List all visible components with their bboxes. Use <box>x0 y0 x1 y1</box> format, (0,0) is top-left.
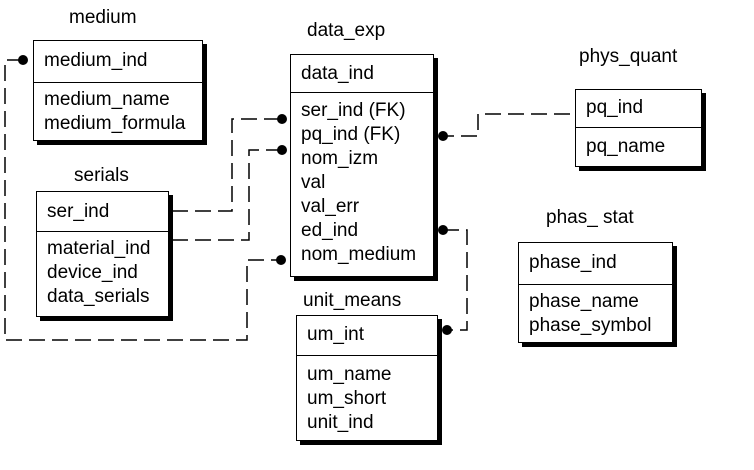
attr-ser-ind-fk: ser_ind (FK) <box>301 100 406 121</box>
entity-title-serials: serials <box>74 165 129 186</box>
entity-phys-quant: pq_ind pq_name <box>575 89 702 167</box>
entity-medium: medium_ind medium_name medium_formula <box>33 40 203 141</box>
entity-title-phas-stat: phas_ stat <box>546 207 634 228</box>
relation-medium-nom-medium <box>4 59 281 341</box>
attr-phase-symbol: phase_symbol <box>529 315 652 336</box>
entity-title-unit-means: unit_means <box>303 290 402 311</box>
pk-um-int: um_int <box>297 316 437 356</box>
attr-unit-ind: unit_ind <box>307 412 374 433</box>
crow-dot-ser-ind <box>277 114 287 124</box>
entity-title-medium: medium <box>69 7 137 28</box>
entity-data-exp: data_ind ser_ind (FK) pq_ind (FK) nom_iz… <box>290 54 434 277</box>
attr-um-short: um_short <box>307 388 387 409</box>
entity-serials: ser_ind material_ind device_ind data_ser… <box>36 191 169 317</box>
crow-dot-ed-ind <box>438 225 448 235</box>
attr-val: val <box>301 172 326 193</box>
attr-phase-name: phase_name <box>529 291 639 312</box>
crow-dot-medium <box>18 55 28 65</box>
relation-phys-quant <box>443 113 570 137</box>
attr-um-name: um_name <box>307 364 392 385</box>
crow-dot-unit-means <box>442 325 452 335</box>
entity-title-data-exp: data_exp <box>307 20 386 41</box>
attr-nom-medium: nom_medium <box>301 244 417 265</box>
attr-pq-ind-fk: pq_ind (FK) <box>301 124 401 145</box>
entity-title-phys-quant: phys_quant <box>579 46 678 67</box>
relation-unit-means <box>443 229 468 331</box>
pk-data-ind: data_ind <box>291 55 433 93</box>
pk-ser-ind: ser_ind <box>37 192 168 232</box>
crow-dot-nom-medium <box>276 255 286 265</box>
entity-phas-stat: phase_ind phase_name phase_symbol <box>518 242 673 343</box>
attr-data-serials: data_serials <box>47 286 150 307</box>
attr-val-err: val_err <box>301 196 360 217</box>
relation-serials-pq-ind <box>172 149 282 241</box>
attr-device-ind: device_ind <box>47 262 138 283</box>
attr-pq-name: pq_name <box>586 136 666 157</box>
attr-medium-formula: medium_formula <box>44 113 186 134</box>
attr-ed-ind: ed_ind <box>301 220 359 241</box>
pk-pq-ind: pq_ind <box>576 90 701 128</box>
attr-material-ind: material_ind <box>47 238 151 259</box>
crow-dot-phys-quant <box>438 131 448 141</box>
pk-phase-ind: phase_ind <box>519 243 672 285</box>
crow-dot-pq-ind <box>277 145 287 155</box>
pk-medium-ind: medium_ind <box>34 41 202 83</box>
attr-medium-name: medium_name <box>44 89 170 110</box>
entity-unit-means: um_int um_name um_short unit_ind <box>296 315 438 441</box>
relation-serials-ser-ind <box>172 118 282 212</box>
attr-nom-izm: nom_izm <box>301 148 379 169</box>
